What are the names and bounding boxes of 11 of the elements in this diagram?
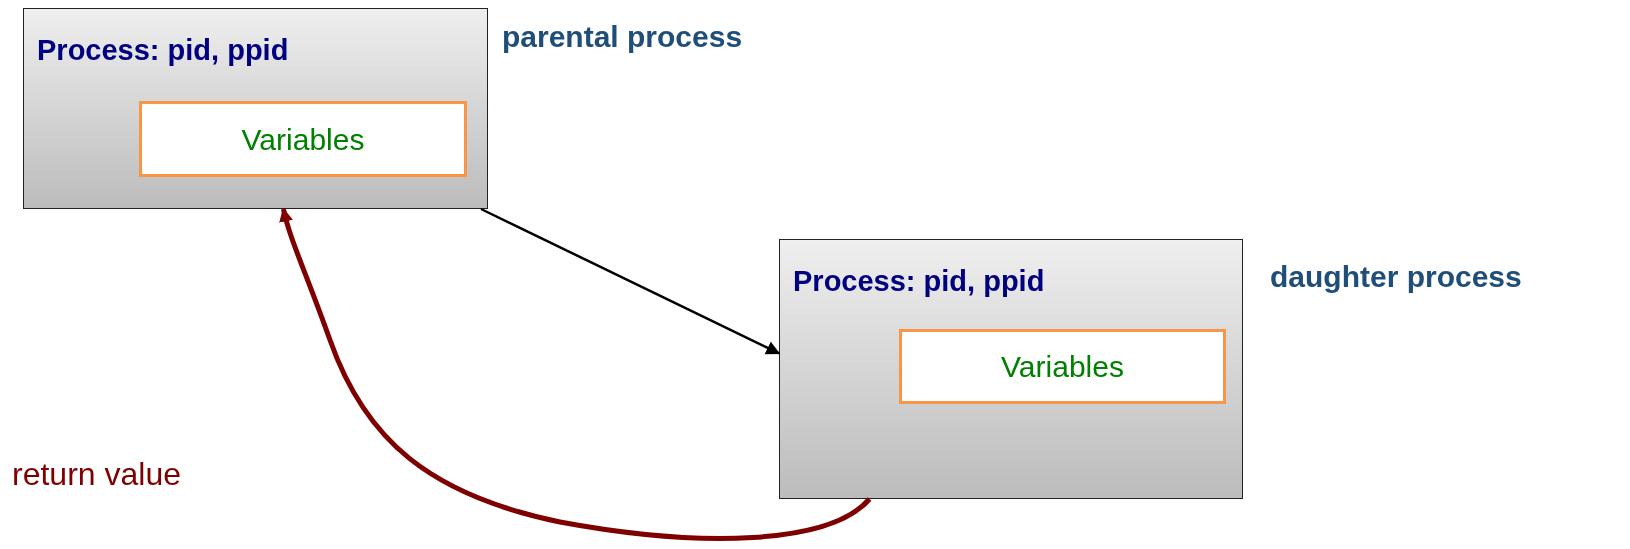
variables-box: Variables: [139, 101, 467, 177]
process-box: [779, 239, 1243, 499]
process-box: [23, 8, 488, 209]
variables-box: Variables: [899, 329, 1226, 404]
note-text: return value: [12, 455, 181, 494]
process-caption: parental process: [502, 19, 743, 55]
process-title: Process: pid, ppid: [37, 33, 289, 68]
process-caption: daughter process: [1270, 259, 1522, 295]
arrow: [279, 207, 872, 541]
arrow: [480, 207, 781, 355]
process-title: Process: pid, ppid: [793, 264, 1045, 299]
